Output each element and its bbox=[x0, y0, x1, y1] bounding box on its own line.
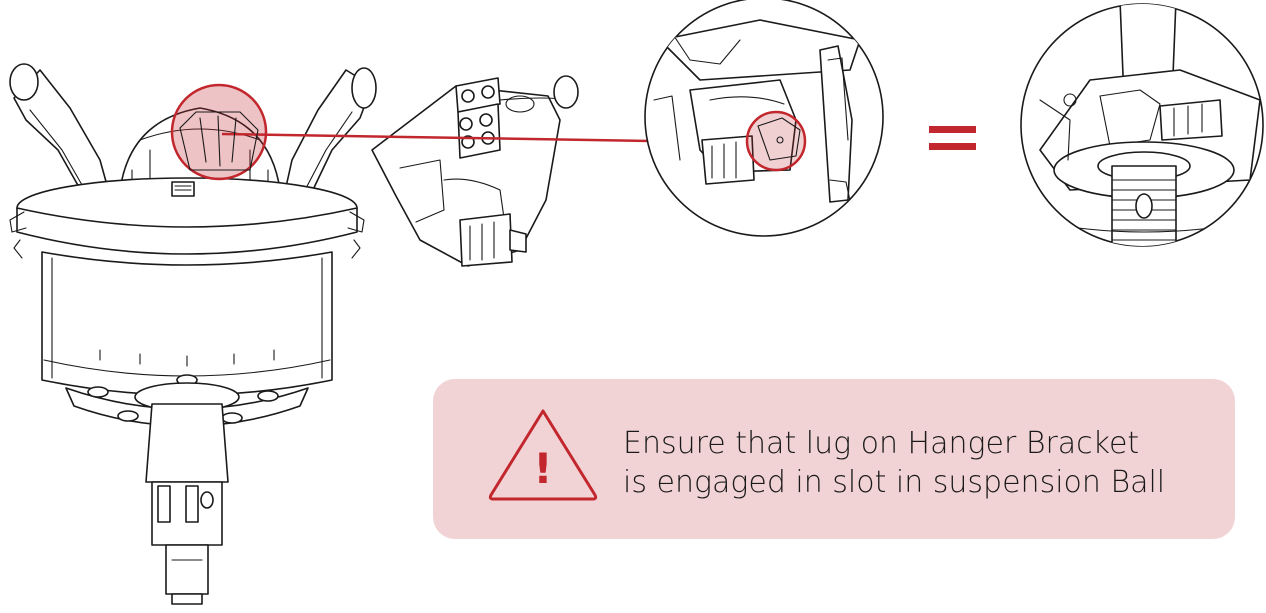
warning-triangle-icon: ! bbox=[488, 409, 598, 501]
warning-callout: ! Ensure that lug on Hanger Bracket is e… bbox=[433, 379, 1235, 539]
lug-detail-highlight bbox=[179, 111, 259, 171]
zoom-detail-2 bbox=[1020, 3, 1264, 247]
warning-line-1: Ensure that lug on Hanger Bracket bbox=[623, 426, 1140, 461]
equals-icon bbox=[929, 126, 976, 150]
terminal-block-drawing bbox=[371, 75, 579, 267]
zoom-detail-1 bbox=[644, 0, 884, 237]
highlight-circle-zoom bbox=[745, 110, 807, 172]
warning-message: Ensure that lug on Hanger Bracket is eng… bbox=[623, 424, 1223, 502]
warning-symbol: ! bbox=[533, 444, 552, 493]
warning-line-2: is engaged in slot in suspension Ball bbox=[623, 465, 1166, 500]
